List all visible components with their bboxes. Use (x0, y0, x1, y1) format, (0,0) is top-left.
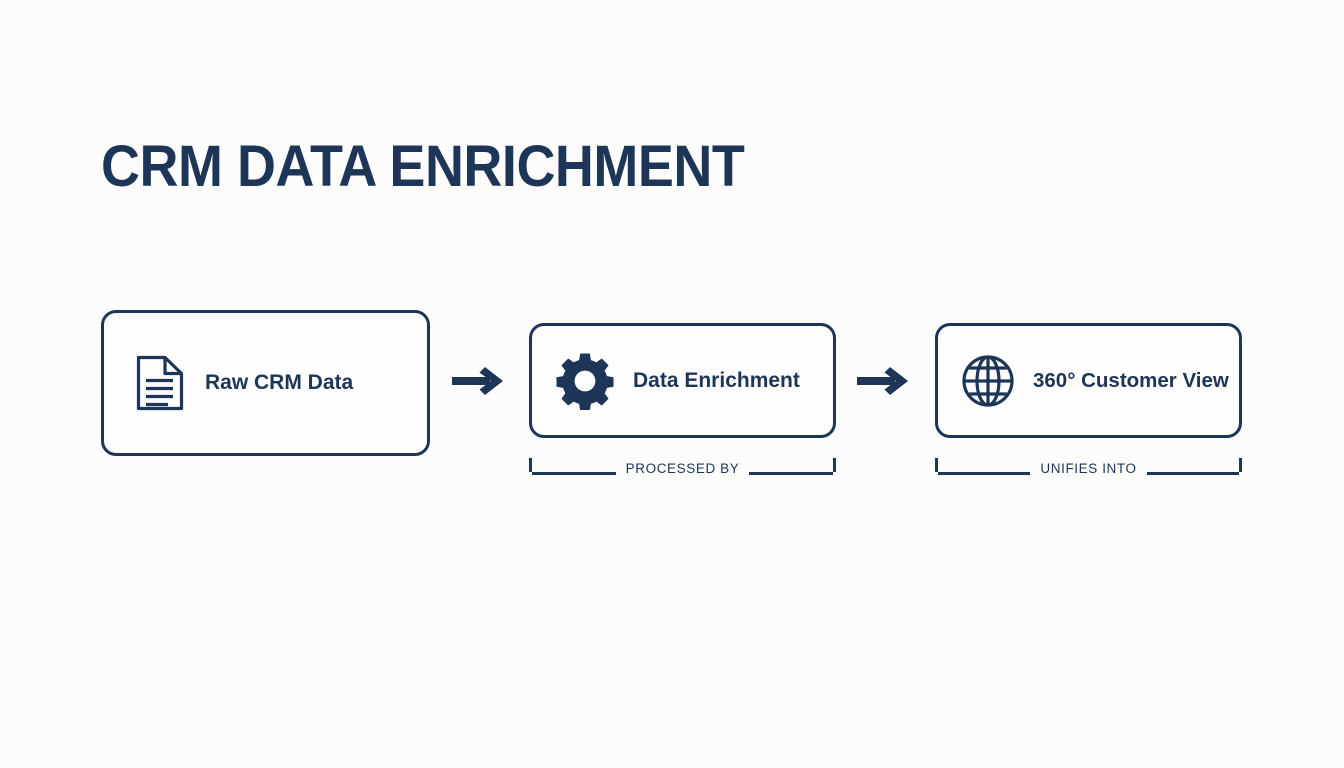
bracket-label: UNIFIES INTO (1040, 461, 1137, 476)
flow-node-raw-crm-data[interactable]: Raw CRM Data (101, 310, 430, 456)
arrow-right-icon (857, 365, 913, 397)
bracket-rule-left (532, 472, 616, 475)
flow-node-label: Raw CRM Data (205, 371, 354, 394)
bracket-rule-left (938, 472, 1031, 475)
bracket-tick-right (1239, 458, 1242, 472)
globe-icon (961, 354, 1015, 408)
flow-node-data-enrichment[interactable]: Data Enrichment (529, 323, 836, 438)
bracket-tick-left (935, 458, 938, 472)
bracket-label: PROCESSED BY (625, 461, 740, 476)
page-title: CRM DATA ENRICHMENT (101, 134, 745, 199)
flow-node-360-customer-view[interactable]: 360° Customer View (935, 323, 1242, 438)
document-icon (135, 354, 185, 412)
bracket-tick-right (833, 458, 837, 472)
gear-icon (556, 352, 614, 410)
bracket-unifies-into: UNIFIES INTO (935, 456, 1242, 478)
bracket-rule-right (749, 472, 834, 475)
bracket-processed-by: PROCESSED BY (529, 456, 837, 478)
bracket-rule-right (1146, 472, 1239, 475)
arrow-right-icon (452, 365, 508, 397)
flow-node-label: Data Enrichment (633, 368, 800, 392)
bracket-tick-left (529, 458, 532, 472)
flow-node-label: 360° Customer View (1033, 368, 1229, 392)
